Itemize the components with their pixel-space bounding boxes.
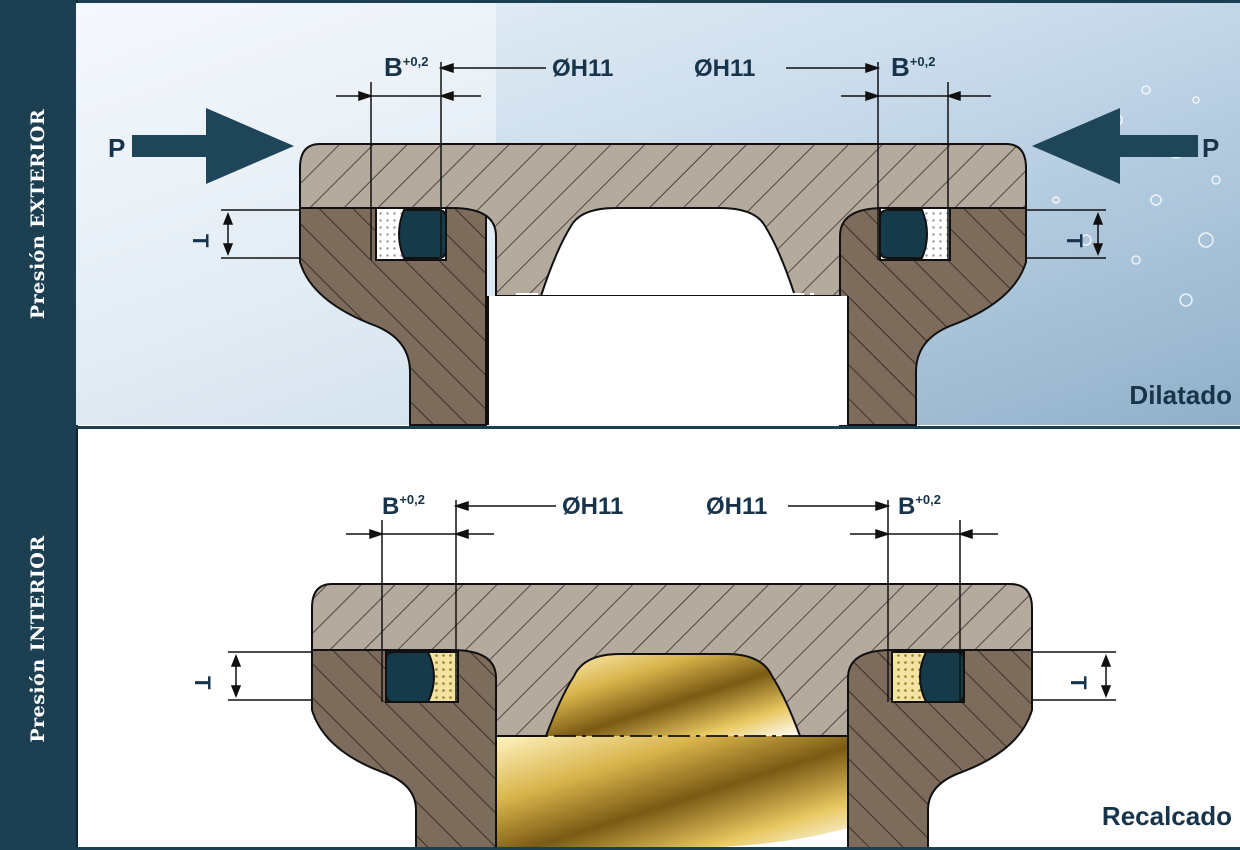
diameter-label-left: ØH11 xyxy=(552,55,613,82)
central-bore xyxy=(488,296,848,425)
t-label-right: T xyxy=(1066,676,1091,690)
diameter-label-right: ØH11 xyxy=(706,493,767,520)
diameter-label-left: ØH11 xyxy=(562,493,623,520)
side-label-exterior: Presión EXTERIOR xyxy=(27,108,49,320)
pressure-arrow-left xyxy=(132,108,294,184)
seal-oring-right xyxy=(879,209,928,259)
side-label-interior: Presión INTERIOR xyxy=(27,535,49,743)
corner-label-recalcado: Recalcado xyxy=(1102,801,1232,831)
b-label-right: B+0,2 xyxy=(891,52,935,82)
bottom-border xyxy=(0,847,1240,850)
sidebar-interior: Presión INTERIOR xyxy=(0,428,78,850)
pressure-label-left: P xyxy=(108,133,125,163)
panel-divider xyxy=(0,426,1240,429)
central-cutout xyxy=(539,207,797,297)
gold-cutout xyxy=(546,654,800,736)
diagram-interior: B+0,2 B+0,2 ØH11 ØH11 T T Recalcado xyxy=(190,492,1232,849)
t-label-right: T xyxy=(1062,234,1087,248)
housing-left xyxy=(299,207,487,426)
sidebar-exterior: Presión EXTERIOR xyxy=(0,0,78,428)
dimension-lines xyxy=(221,62,1106,260)
corner-label-dilatado: Dilatado xyxy=(1129,380,1232,410)
pressure-arrow-right xyxy=(1032,108,1198,184)
top-border xyxy=(0,0,1240,3)
gold-fluid xyxy=(496,736,848,848)
t-label-left: T xyxy=(188,234,213,248)
seal-oring-right xyxy=(919,651,965,703)
pressure-label-right: P xyxy=(1202,133,1219,163)
panel-exterior-pressure: Presión EXTERIOR xyxy=(0,0,1240,428)
housing-right xyxy=(839,207,1027,426)
b-label-left: B+0,2 xyxy=(382,492,425,520)
b-label-left: B+0,2 xyxy=(384,52,428,82)
t-label-left: T xyxy=(190,676,215,690)
diagram-exterior: P P B+0,2 B+0,2 ØH11 ØH11 T T Dilatado xyxy=(76,3,1240,426)
body-top xyxy=(311,583,1033,737)
dimension-lines xyxy=(228,500,1116,702)
b-label-right: B+0,2 xyxy=(898,492,941,520)
diameter-label-right: ØH11 xyxy=(694,55,755,82)
seal-oring-left xyxy=(398,209,447,259)
panel-interior-pressure: Presión INTERIOR xyxy=(0,428,1240,850)
seal-oring-left xyxy=(385,651,435,703)
